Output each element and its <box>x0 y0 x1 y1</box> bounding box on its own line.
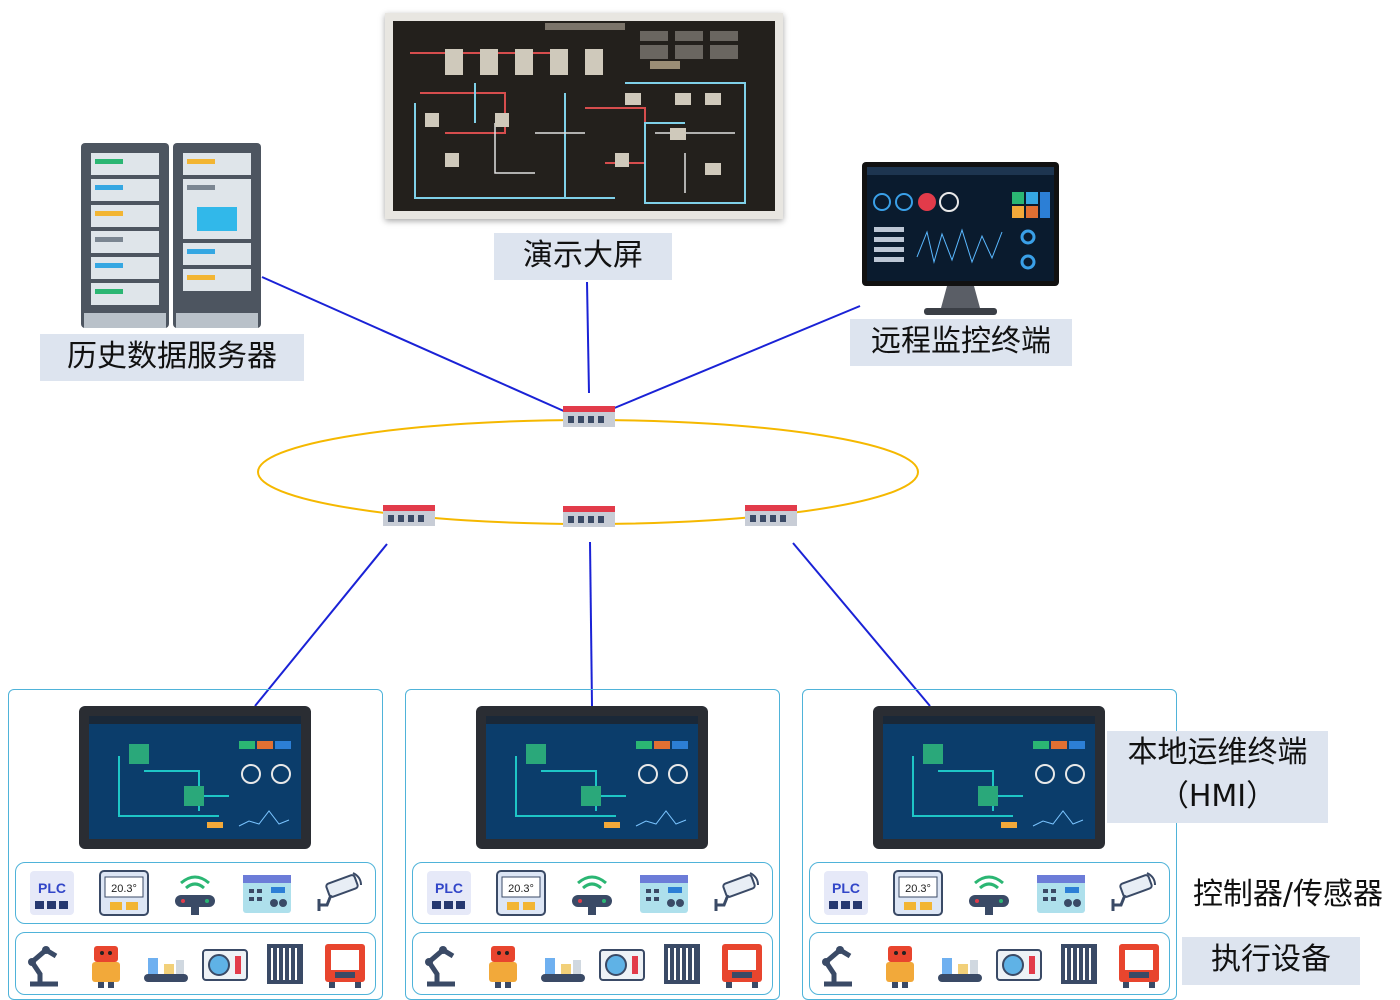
server-rack-icon <box>81 143 261 328</box>
camera-icon <box>710 867 762 919</box>
monitor-icon <box>862 162 1059 317</box>
camera-icon <box>313 867 365 919</box>
history-server-label: 历史数据服务器 <box>40 334 304 381</box>
plc-text: PLC <box>435 880 463 896</box>
link-hmi-3 <box>792 542 931 707</box>
wireless-router-icon <box>963 867 1015 919</box>
control-panel-icon <box>1035 867 1087 919</box>
switch-icon <box>563 506 615 528</box>
thermostat-icon: 20.3° <box>98 867 150 919</box>
air-conditioner-icon <box>199 938 251 990</box>
chiller-icon <box>1053 938 1105 990</box>
controllers-sensors-label: 控制器/传感器 <box>1192 877 1384 912</box>
plc-icon: PLC <box>423 867 475 919</box>
actuator-row <box>412 932 773 995</box>
remote-terminal-label: 远程监控终端 <box>850 319 1072 366</box>
control-panel-icon <box>241 867 293 919</box>
robot-icon <box>874 938 926 990</box>
local-terminal-label-line1: 本地运维终端 <box>1127 735 1308 770</box>
actuators-label: 执行设备 <box>1182 937 1360 985</box>
control-panel-icon <box>638 867 690 919</box>
local-terminal-label: 本地运维终端 （HMI） <box>1107 731 1328 823</box>
hmi-terminal <box>476 706 708 849</box>
link-remote-terminal <box>611 305 861 410</box>
controller-sensor-row: PLC 20.3° <box>412 862 773 924</box>
plc-text: PLC <box>832 880 860 896</box>
conveyor-icon <box>934 938 986 990</box>
air-conditioner-icon <box>993 938 1045 990</box>
link-hmi-1 <box>254 543 388 707</box>
robot-arm-icon <box>814 938 866 990</box>
robot-arm-icon <box>417 938 469 990</box>
hmi-terminal <box>79 706 311 849</box>
link-big-screen <box>586 281 590 394</box>
thermostat-reading: 20.3° <box>905 883 931 895</box>
big-display-screen <box>385 13 783 219</box>
actuator-row <box>15 932 376 995</box>
chiller-icon <box>259 938 311 990</box>
thermostat-icon: 20.3° <box>892 867 944 919</box>
camera-icon <box>1107 867 1159 919</box>
thermostat-reading: 20.3° <box>111 883 137 895</box>
robot-icon <box>477 938 529 990</box>
actuator-row <box>809 932 1170 995</box>
switch-icon <box>383 505 435 527</box>
conveyor-icon <box>140 938 192 990</box>
machine-tool-icon <box>1113 938 1165 990</box>
air-conditioner-icon <box>596 938 648 990</box>
plc-text: PLC <box>38 880 66 896</box>
controller-sensor-row: PLC 20.3° <box>15 862 376 924</box>
switch-icon <box>563 406 615 428</box>
machine-tool-icon <box>319 938 371 990</box>
chiller-icon <box>656 938 708 990</box>
controller-sensor-row: PLC 20.3° <box>809 862 1170 924</box>
hmi-terminal <box>873 706 1105 849</box>
thermostat-icon: 20.3° <box>495 867 547 919</box>
robot-arm-icon <box>20 938 72 990</box>
wireless-router-icon <box>169 867 221 919</box>
switch-icon <box>745 505 797 527</box>
robot-icon <box>80 938 132 990</box>
thermostat-reading: 20.3° <box>508 883 534 895</box>
conveyor-icon <box>537 938 589 990</box>
link-history-server <box>261 276 567 413</box>
big-screen-label: 演示大屏 <box>494 233 672 280</box>
machine-tool-icon <box>716 938 768 990</box>
wireless-router-icon <box>566 867 618 919</box>
local-terminal-label-line2: （HMI） <box>1158 779 1277 814</box>
link-hmi-2 <box>589 541 593 707</box>
plc-icon: PLC <box>820 867 872 919</box>
plc-icon: PLC <box>26 867 78 919</box>
